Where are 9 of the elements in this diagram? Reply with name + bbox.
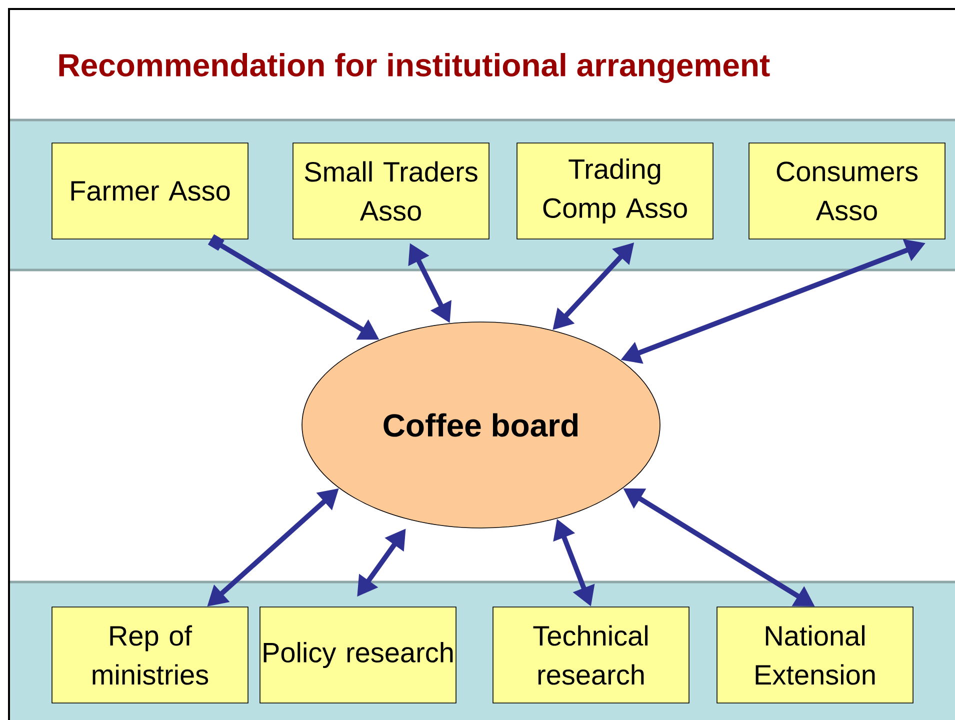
text-box: Trading Comp Asso	[516, 142, 714, 240]
text-box: Small Traders Asso	[292, 142, 490, 240]
text-box: Policy research	[260, 606, 456, 704]
title: Recommendation for institutional arrangement	[59, 53, 770, 83]
text-box: Rep of ministries	[52, 606, 248, 704]
text-box: National Extension	[716, 606, 914, 704]
text-box: Technical research	[492, 606, 690, 704]
text-box: Farmer Asso	[52, 142, 248, 240]
text-box: Consumers Asso	[748, 142, 946, 240]
